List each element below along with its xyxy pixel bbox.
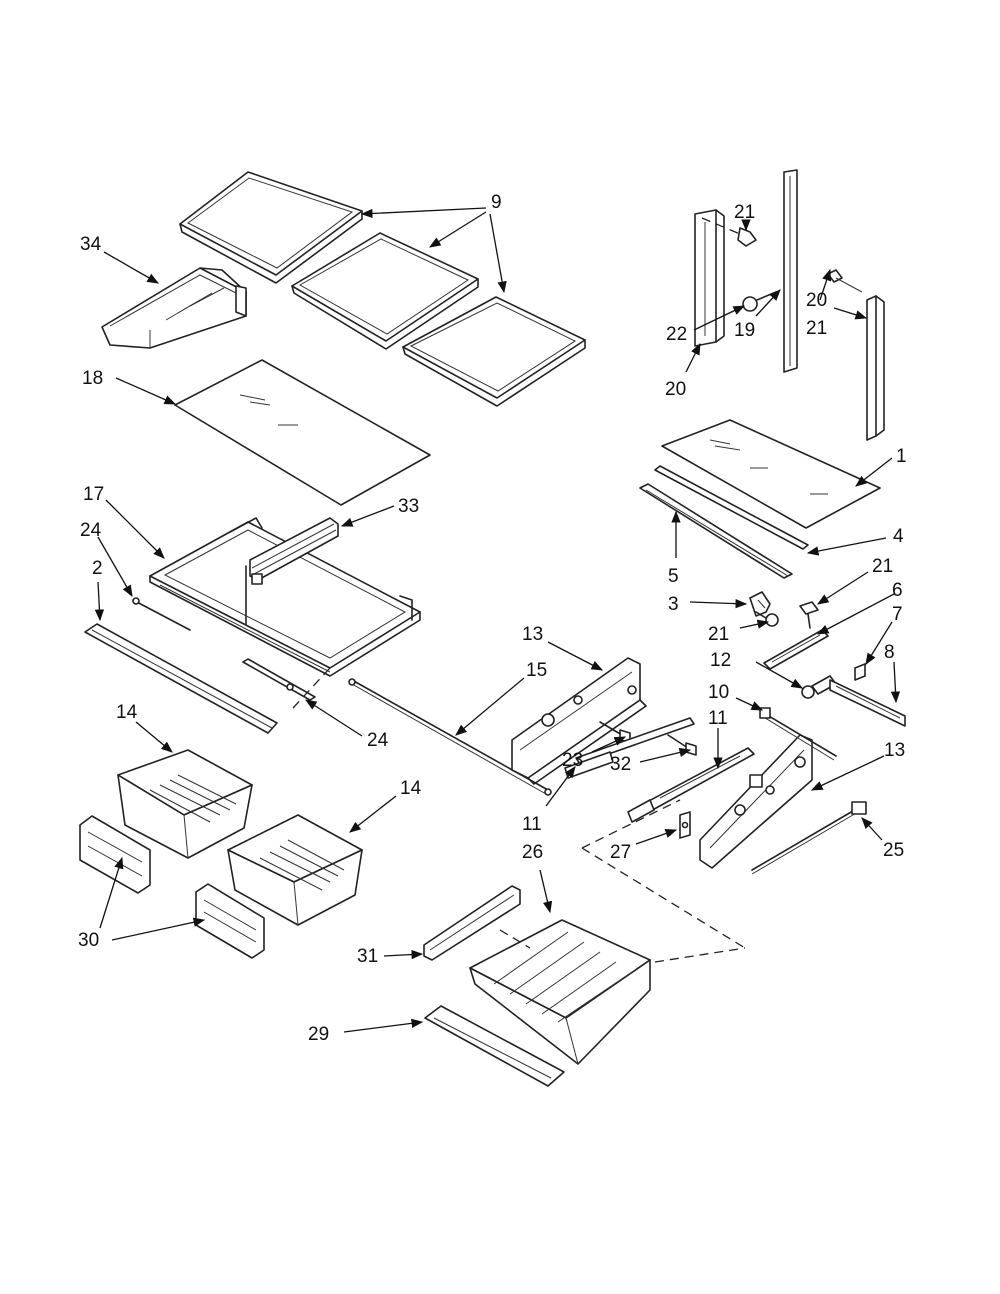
label-9: 9 <box>491 192 502 213</box>
label-29: 29 <box>308 1024 329 1045</box>
screw-part-23 <box>599 721 631 743</box>
bracket-part-20-left <box>694 209 725 347</box>
label-31: 31 <box>357 946 378 967</box>
label-4: 4 <box>893 526 904 547</box>
screw-part-21-upper <box>701 217 757 247</box>
label-21-side: 21 <box>806 318 827 339</box>
drawer-front-part-29 <box>424 1005 565 1087</box>
bracket-part-20-right <box>866 295 885 441</box>
bracket-part-13-left <box>511 657 647 785</box>
bracket-part-13-right <box>699 734 813 869</box>
bracket-part-3 <box>749 591 771 617</box>
divider-part-31 <box>423 885 521 961</box>
label-5: 5 <box>668 566 679 587</box>
shelf-part-9-bottom <box>402 296 586 407</box>
label-6: 6 <box>892 580 903 601</box>
label-8: 8 <box>884 642 895 663</box>
strip-part-6 <box>763 629 829 670</box>
label-21-upper: 21 <box>734 202 755 223</box>
label-32: 32 <box>610 754 631 775</box>
label-25: 25 <box>883 840 904 861</box>
shelf-part-9-middle <box>291 232 479 350</box>
label-18: 18 <box>82 368 103 389</box>
door-bin-part-34 <box>101 267 247 349</box>
crisper-drawer-part-14-left <box>117 749 253 859</box>
label-17: 17 <box>83 484 104 505</box>
label-10: 10 <box>708 682 729 703</box>
label-7: 7 <box>892 604 903 625</box>
label-21-mid: 21 <box>708 624 729 645</box>
label-14-right: 14 <box>400 778 422 799</box>
drawer-front-part-30-left <box>79 815 151 894</box>
rail-part-24-upper <box>132 597 191 631</box>
freezer-drawer-part-26 <box>469 919 651 1065</box>
label-19: 19 <box>734 320 755 341</box>
slide-part-11-left <box>564 717 695 779</box>
label-21-right: 21 <box>872 556 893 577</box>
label-3: 3 <box>668 594 679 615</box>
label-2: 2 <box>92 558 103 579</box>
slide-part-33 <box>249 517 339 585</box>
clip-part-7 <box>854 663 866 681</box>
rail-part-8 <box>829 679 906 727</box>
label-13-left: 13 <box>522 624 543 645</box>
rail-part-24-lower <box>242 658 316 701</box>
label-24-upper: 24 <box>80 520 102 541</box>
upright-part-19 <box>783 169 798 373</box>
screw-part-22 <box>742 291 777 312</box>
trim-part-4 <box>654 465 809 550</box>
trim-part-2 <box>84 623 278 734</box>
label-34: 34 <box>80 234 102 255</box>
label-1: 1 <box>896 446 907 467</box>
label-11-right: 11 <box>708 708 728 729</box>
callout-labels: 9 34 18 17 33 24 2 24 14 14 30 13 15 23 … <box>78 192 907 1045</box>
label-26: 26 <box>522 842 543 863</box>
crisper-drawer-part-14-right <box>227 814 363 926</box>
label-30: 30 <box>78 930 99 951</box>
screw-part-21-right <box>799 601 819 629</box>
label-20-right: 20 <box>806 290 827 311</box>
label-24-lower: 24 <box>367 730 389 751</box>
label-15: 15 <box>526 660 547 681</box>
glass-shelf-part-1 <box>661 419 881 529</box>
label-20-left: 20 <box>665 379 686 400</box>
label-27: 27 <box>610 842 631 863</box>
slide-part-11-right <box>627 747 755 823</box>
label-22: 22 <box>666 324 687 345</box>
screw-part-21-side <box>827 269 863 293</box>
rod-part-10 <box>759 707 837 761</box>
label-33: 33 <box>398 496 419 517</box>
label-11-left: 11 <box>522 814 542 835</box>
label-23: 23 <box>562 750 583 771</box>
glass-shelf-part-18 <box>174 359 431 506</box>
clip-part-27 <box>679 811 691 839</box>
leader-lines <box>94 207 901 1033</box>
assembly-guide-lines <box>292 667 746 963</box>
label-14-left: 14 <box>116 702 138 723</box>
label-13-right: 13 <box>884 740 905 761</box>
label-12: 12 <box>710 650 731 671</box>
crisper-frame-part-17 <box>149 517 421 677</box>
trim-part-5 <box>639 483 793 579</box>
rod-part-25 <box>751 801 867 875</box>
